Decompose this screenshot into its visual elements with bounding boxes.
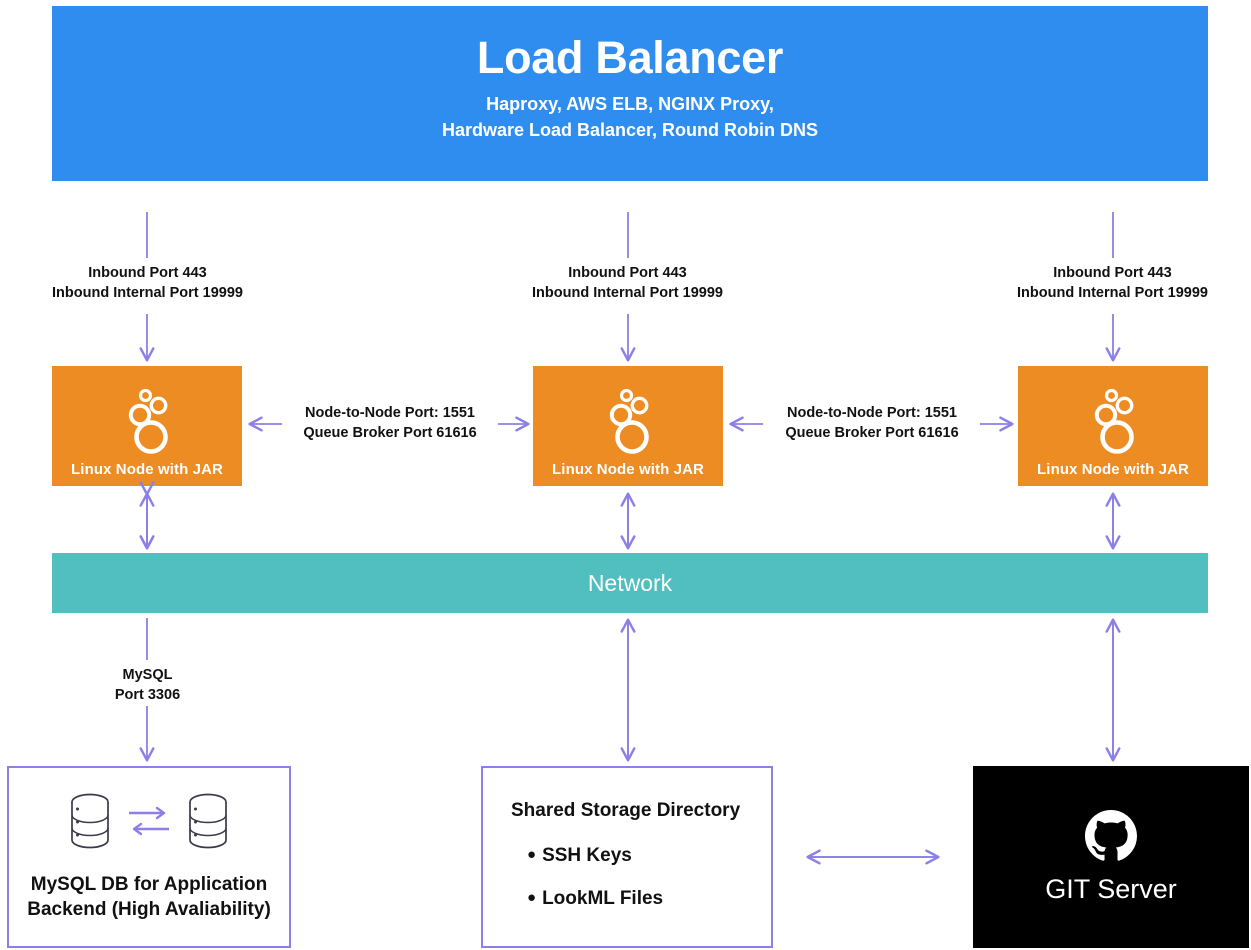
mysql-db-caption-line-1: MySQL DB for Application: [30, 874, 268, 895]
github-octocat-icon: [1085, 809, 1137, 861]
shared-storage-bullet-ssh-keys-text: SSH Keys: [542, 845, 632, 866]
linux-node-3[interactable]: Linux Node with JAR: [1018, 366, 1208, 486]
shared-storage-title: Shared Storage Directory: [511, 800, 741, 821]
shared-storage-bullet-lookml-files-text: LookML Files: [542, 887, 664, 909]
inbound-label-node-1: Inbound Port 443 Inbound Internal Port 1…: [10, 264, 285, 303]
shared-storage-bullet-lookml-files: ● LookML Files: [527, 887, 664, 910]
load-balancer-subtitle: Haproxy, AWS ELB, NGINX Proxy, Hardware …: [442, 91, 818, 143]
database-cylinder-icon: [189, 793, 227, 849]
bullet-dot-icon: ●: [527, 888, 537, 906]
git-server-label: GIT Server: [1045, 873, 1177, 904]
inbound-label-node-3: Inbound Port 443 Inbound Internal Port 1…: [975, 264, 1250, 303]
mysql-link-label-line-2: Port 3306: [114, 686, 181, 703]
node-link-label-2-3: Node-to-Node Port: 1551 Queue Broker Por…: [757, 404, 987, 443]
looker-logo-icon: [128, 388, 168, 454]
inbound-label-node-3-line-2: Inbound Internal Port 19999: [1017, 284, 1208, 301]
inbound-label-node-2-line-1: Inbound Port 443: [568, 265, 687, 281]
bidirectional-replication-arrows-icon: [129, 806, 169, 836]
load-balancer-subtitle-line-1: Haproxy, AWS ELB, NGINX Proxy,: [486, 94, 774, 115]
mysql-link-label: MySQL Port 3306: [40, 666, 255, 705]
inbound-label-node-2: Inbound Port 443 Inbound Internal Port 1…: [490, 264, 765, 303]
mysql-link-label-line-1: MySQL: [122, 667, 173, 683]
linux-node-3-label: Linux Node with JAR: [1037, 461, 1189, 478]
network-label: Network: [587, 569, 673, 596]
inbound-label-node-1-line-2: Inbound Internal Port 19999: [52, 284, 243, 301]
shared-storage-bullet-ssh-keys: ● SSH Keys: [527, 845, 663, 867]
network-bar: Network: [52, 553, 1208, 613]
node-link-label-2-3-line-2: Queue Broker Port 61616: [785, 424, 959, 441]
mysql-db-box[interactable]: MySQL DB for Application Backend (High A…: [7, 766, 291, 948]
linux-node-2[interactable]: Linux Node with JAR: [533, 366, 723, 486]
load-balancer-subtitle-line-2: Hardware Load Balancer, Round Robin DNS: [441, 120, 819, 141]
mysql-db-caption-line-2: Backend (High Avaliability): [27, 899, 271, 921]
inbound-label-node-1-line-1: Inbound Port 443: [88, 265, 207, 281]
looker-logo-icon: [1094, 388, 1134, 454]
node-link-label-1-2-line-1: Node-to-Node Port: 1551: [305, 405, 475, 421]
load-balancer-title: Load Balancer: [476, 32, 784, 83]
database-cylinder-icon: [71, 793, 109, 849]
inbound-label-node-2-line-2: Inbound Internal Port 19999: [532, 284, 723, 301]
looker-logo-icon: [609, 388, 649, 454]
shared-storage-bullet-list: ● SSH Keys ● LookML Files: [527, 845, 664, 932]
linux-node-2-label: Linux Node with JAR: [552, 461, 704, 478]
load-balancer-banner: Load Balancer Haproxy, AWS ELB, NGINX Pr…: [52, 6, 1208, 181]
mysql-db-caption: MySQL DB for Application Backend (High A…: [9, 872, 289, 922]
node-link-label-1-2: Node-to-Node Port: 1551 Queue Broker Por…: [275, 404, 505, 443]
node-link-label-2-3-line-1: Node-to-Node Port: 1551: [787, 405, 957, 421]
shared-storage-box[interactable]: Shared Storage Directory ● SSH Keys ● Look…: [481, 766, 773, 948]
git-server-box[interactable]: GIT Server: [973, 766, 1249, 948]
linux-node-1-label: Linux Node with JAR: [71, 461, 223, 478]
bullet-dot-icon: ●: [527, 846, 537, 863]
inbound-label-node-3-line-1: Inbound Port 443: [1053, 265, 1172, 281]
mysql-db-icons: [9, 792, 289, 850]
node-link-label-1-2-line-2: Queue Broker Port 61616: [303, 424, 477, 441]
linux-node-1[interactable]: Linux Node with JAR: [52, 366, 242, 486]
